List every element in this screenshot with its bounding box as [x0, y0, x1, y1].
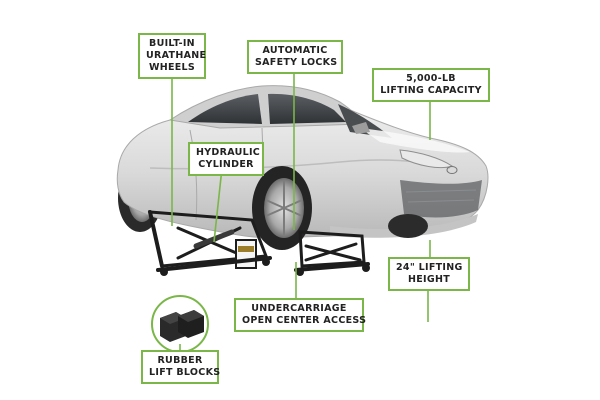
callout-lifting-height: 24" LIFTING HEIGHT [388, 257, 470, 291]
callout-hydraulic-cylinder: HYDRAULIC CYLINDER [188, 142, 264, 176]
callout-line: AUTOMATIC [262, 45, 328, 56]
callout-line: CYLINDER [198, 159, 254, 170]
callout-line: OPEN CENTER ACCESS [242, 315, 367, 326]
callout-line: HYDRAULIC [196, 147, 261, 158]
callout-rubber-lift-blocks: RUBBER LIFT BLOCKS [141, 350, 221, 384]
callout-lifting-capacity: 5,000-LB LIFTING CAPACITY [372, 68, 490, 102]
callout-line: HEIGHT [407, 274, 450, 285]
callout-line: URATHANE [146, 50, 207, 61]
callout-line: 24" LIFTING [396, 262, 463, 273]
callout-line: 5,000-LB [406, 73, 456, 84]
callout-line: SAFETY LOCKS [255, 57, 338, 68]
callout-urathane-wheels: BUILT-IN URATHANE WHEELS [138, 33, 206, 79]
callout-open-center-access: UNDERCARRIAGE OPEN CENTER ACCESS [234, 298, 367, 332]
callout-line: RUBBER [157, 355, 203, 366]
callout-line: WHEELS [148, 62, 196, 73]
callout-line: LIFT BLOCKS [149, 367, 221, 378]
rubber-blocks-inset [151, 295, 209, 353]
callout-line: UNDERCARRIAGE [251, 303, 347, 314]
callout-line: BUILT-IN [149, 38, 195, 49]
callout-line: LIFTING CAPACITY [380, 85, 482, 96]
callout-safety-locks: AUTOMATIC SAFETY LOCKS [247, 40, 343, 74]
car-illustration [116, 85, 489, 250]
